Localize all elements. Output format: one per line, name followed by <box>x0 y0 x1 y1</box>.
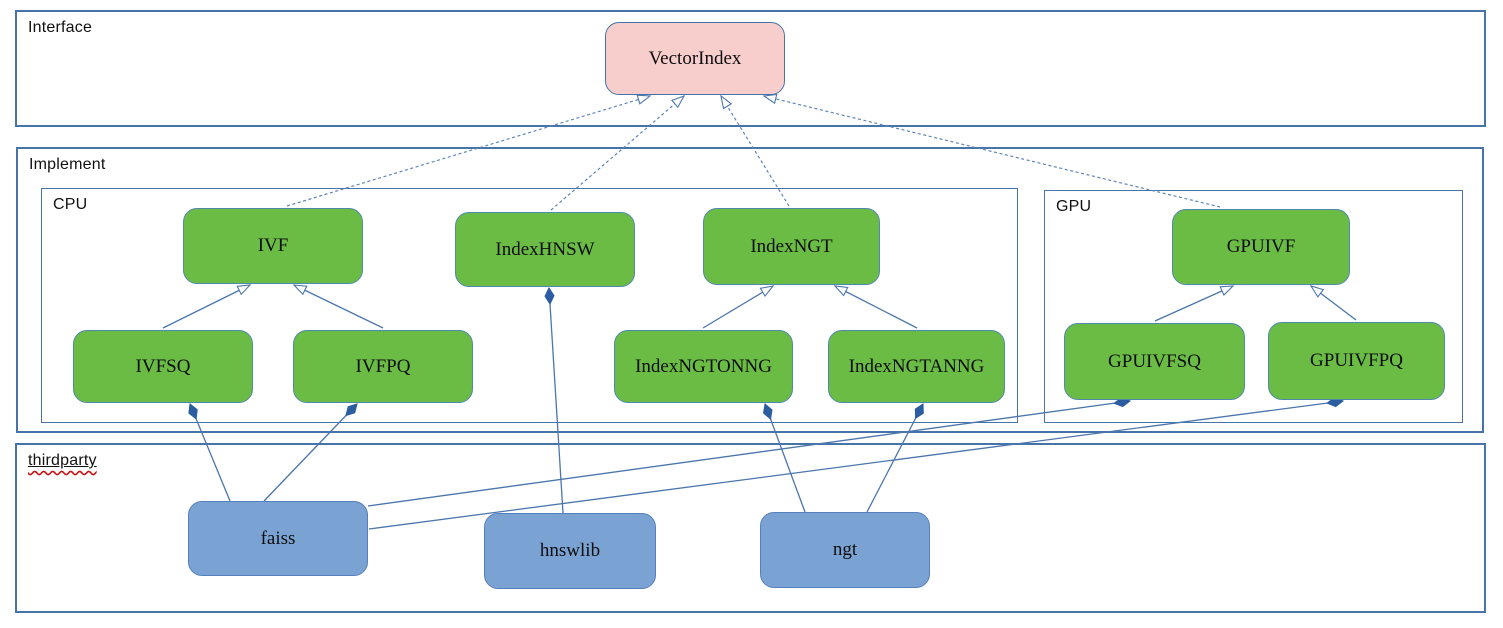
node-ivfpq: IVFPQ <box>293 330 473 403</box>
container-implement: Implement <box>16 147 1484 433</box>
realization-arrows <box>286 93 1221 211</box>
edge-gpuivf-vectorindex <box>762 93 1221 208</box>
composition-links <box>190 288 1343 530</box>
edge-faiss-gpuivfpq <box>368 401 1343 530</box>
edge-faiss-ivfpq <box>263 404 357 502</box>
node-ngt: ngt <box>760 512 930 588</box>
node-indexhnsw: IndexHNSW <box>455 212 635 287</box>
container-label-thirdparty: thirdparty <box>28 452 97 470</box>
edge-hnswlib-indexhnsw <box>549 288 564 514</box>
node-indexngtanng: IndexNGTANNG <box>828 330 1005 403</box>
node-gpuivf: GPUIVF <box>1172 209 1350 285</box>
node-ivf: IVF <box>183 208 363 284</box>
edge-faiss-ivfsq <box>190 404 231 502</box>
container-label-gpu: GPU <box>1056 198 1092 215</box>
container-label-interface: Interface <box>28 19 93 36</box>
edge-indexngt-vectorindex <box>720 94 790 207</box>
container-label-implement: Implement <box>29 156 106 173</box>
container-label-cpu: CPU <box>53 196 88 213</box>
node-vectorindex: VectorIndex <box>605 22 785 95</box>
node-gpuivfsq: GPUIVFSQ <box>1064 323 1245 400</box>
container-gpu: GPU <box>1044 190 1463 423</box>
node-indexngtonng: IndexNGTONNG <box>614 330 793 403</box>
edge-gpuivfpq-gpuivf <box>1309 285 1357 321</box>
edge-indexngtonng-indexngt <box>702 285 775 329</box>
node-indexngt: IndexNGT <box>703 208 880 285</box>
container-interface: Interface <box>15 10 1486 127</box>
edge-ivf-vectorindex <box>286 94 652 207</box>
edge-ngt-indexngtonng <box>765 404 806 513</box>
node-ivfsq: IVFSQ <box>73 330 253 403</box>
edge-indexhnsw-vectorindex <box>550 94 686 211</box>
container-cpu: CPU <box>41 188 1018 423</box>
container-thirdparty: thirdparty <box>15 443 1486 613</box>
node-faiss: faiss <box>188 501 368 576</box>
generalization-arrows <box>162 284 1357 329</box>
edge-ngt-indexngtanng <box>866 404 923 513</box>
edge-ivfpq-ivf <box>292 284 384 329</box>
node-hnswlib: hnswlib <box>484 513 656 589</box>
edge-ivfsq-ivf <box>162 284 252 329</box>
thirdparty-label-text: thirdparty <box>28 452 97 469</box>
edge-gpuivfsq-gpuivf <box>1154 285 1235 322</box>
node-gpuivfpq: GPUIVFPQ <box>1268 322 1445 400</box>
edge-faiss-gpuivfsq <box>367 401 1130 507</box>
edge-indexngtanng-indexngt <box>833 285 918 329</box>
